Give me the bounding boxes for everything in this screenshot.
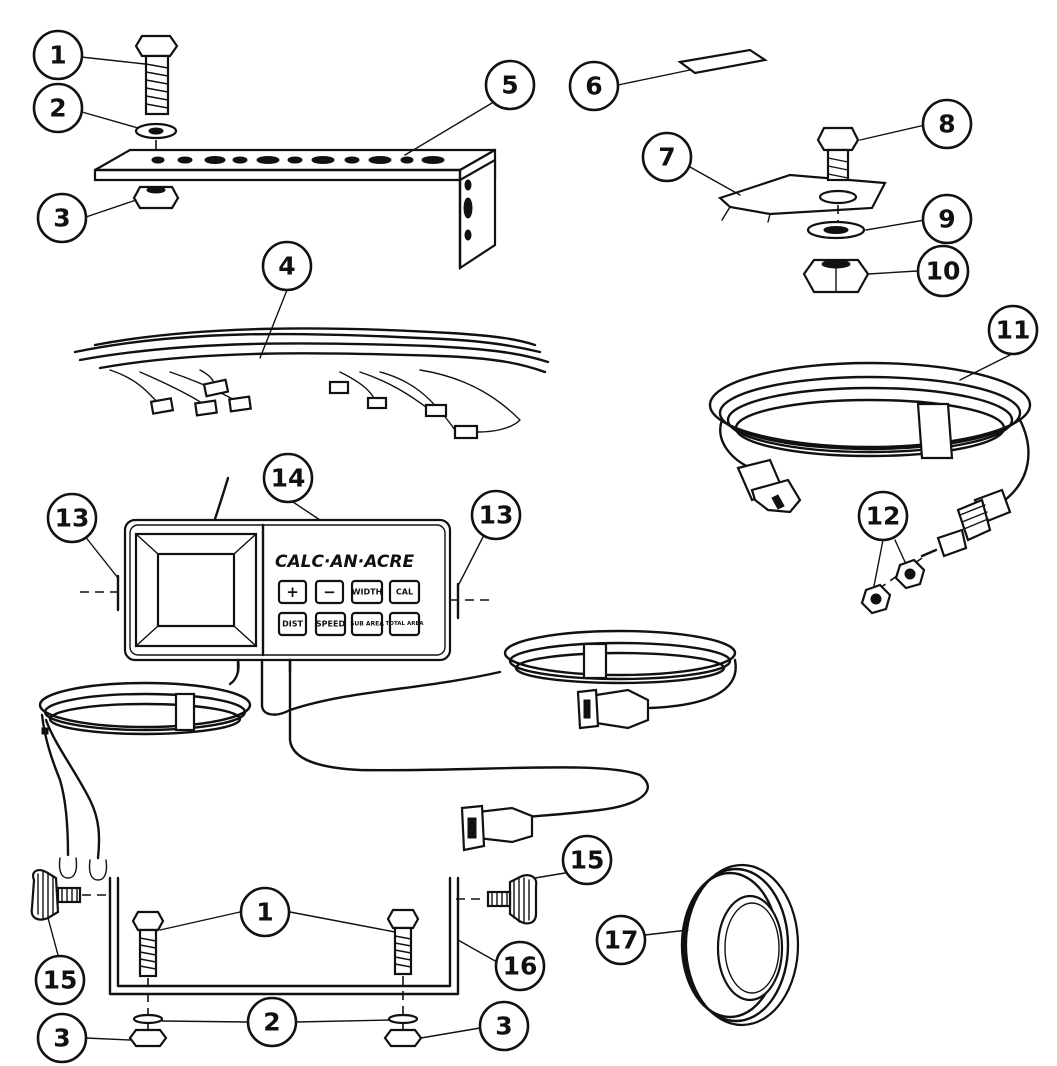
key-plus <box>277 579 308 605</box>
callout-13-right: 13 <box>470 489 522 541</box>
bolt-bottom-left <box>131 910 165 978</box>
washer-bottom-right <box>387 1013 419 1025</box>
jam-nut-b <box>860 583 892 615</box>
jam-nut-a <box>894 558 926 590</box>
callout-3-bottom-left-label: 3 <box>53 1024 70 1053</box>
radar-sensor-cable <box>288 658 649 852</box>
monitor-keys: + − WIDTH CAL DIST SPEED SUB AREA TOTAL … <box>277 579 425 637</box>
nut-bottom-left <box>128 1028 168 1048</box>
callout-10-label: 10 <box>926 257 961 286</box>
key-dist <box>277 611 308 637</box>
callout-1-bottom: 1 <box>239 886 291 938</box>
callout-15-left-label: 15 <box>43 966 78 995</box>
callout-6-label: 6 <box>585 72 602 101</box>
callout-5-label: 5 <box>501 71 518 100</box>
nut-sensor <box>802 258 870 294</box>
callout-13-left-label: 13 <box>55 504 90 533</box>
grommet <box>680 863 800 1027</box>
callout-10: 10 <box>916 244 970 298</box>
plug-left <box>736 458 802 514</box>
sensor-plate <box>717 173 887 223</box>
callout-9: 9 <box>921 193 973 245</box>
callout-13-right-label: 13 <box>479 501 514 530</box>
callout-7-label: 7 <box>658 143 675 172</box>
callout-2-bottom: 2 <box>246 996 298 1048</box>
callout-7: 7 <box>641 131 693 183</box>
callout-9-label: 9 <box>938 205 955 234</box>
leader-lines <box>47 56 1011 1041</box>
washer-sensor <box>806 220 866 240</box>
key-dist-label: DIST <box>282 620 303 629</box>
callout-1-top-label: 1 <box>49 41 66 70</box>
key-plus-label: + <box>286 583 299 601</box>
callout-11-label: 11 <box>996 316 1031 345</box>
callout-14: 14 <box>262 452 314 504</box>
callout-17-label: 17 <box>604 926 639 955</box>
key-sub-area <box>350 611 384 637</box>
nut-bottom-right <box>383 1028 423 1048</box>
bolt-top <box>134 34 179 116</box>
callout-2-top: 2 <box>32 82 84 134</box>
callout-3-top-label: 3 <box>53 204 70 233</box>
nut-top <box>132 185 180 210</box>
callout-15-right: 15 <box>561 834 613 886</box>
callout-15-right-label: 15 <box>570 846 605 875</box>
monitor-brand-label: CALC·AN·ACRE <box>275 552 414 572</box>
callout-11: 11 <box>987 304 1039 356</box>
callout-2-bottom-label: 2 <box>263 1008 280 1037</box>
key-minus-label: − <box>323 583 336 601</box>
callout-1-top: 1 <box>32 29 84 81</box>
key-speed <box>314 611 347 637</box>
callout-2-top-label: 2 <box>49 94 66 123</box>
key-width-label: WIDTH <box>352 588 383 597</box>
callout-3-bottom-left: 3 <box>36 1012 88 1064</box>
callout-13-left: 13 <box>46 492 98 544</box>
callout-17: 17 <box>595 914 647 966</box>
callout-15-left: 15 <box>34 954 86 1006</box>
washer-bottom-left <box>132 1013 164 1025</box>
sensor-cable-coil <box>708 361 1032 558</box>
bolt-bottom-right <box>386 908 420 976</box>
callout-6: 6 <box>568 60 620 112</box>
bolt-sensor <box>816 126 860 182</box>
key-minus <box>314 579 345 605</box>
plug-right <box>920 488 1012 558</box>
wire-harness <box>73 327 550 440</box>
key-sub-area-label: SUB AREA <box>350 621 384 628</box>
callout-4: 4 <box>261 240 313 292</box>
speed-sensor-cable <box>260 629 737 730</box>
key-cal <box>388 579 421 605</box>
callout-8-label: 8 <box>938 110 955 139</box>
callout-12: 12 <box>857 490 909 542</box>
power-cable <box>38 658 252 881</box>
thumb-screw-left <box>30 869 82 921</box>
callout-8: 8 <box>921 98 973 150</box>
thumb-screw-right <box>486 874 538 925</box>
callout-1-bottom-label: 1 <box>256 898 273 927</box>
washer-top <box>134 122 178 140</box>
callout-5: 5 <box>484 59 536 111</box>
key-total-area <box>388 611 421 637</box>
callout-3-bottom-right: 3 <box>478 1000 530 1052</box>
callout-14-label: 14 <box>271 464 306 493</box>
mounting-bracket <box>93 148 497 271</box>
key-width <box>350 579 384 605</box>
key-cal-label: CAL <box>396 588 413 597</box>
callout-3-bottom-right-label: 3 <box>495 1012 512 1041</box>
key-speed-label: SPEED <box>316 620 346 629</box>
callout-16-label: 16 <box>503 952 538 981</box>
key-total-area-label: TOTAL AREA <box>386 621 425 627</box>
u-mounting-bracket <box>108 876 460 996</box>
callout-4-label: 4 <box>278 252 295 281</box>
callout-16: 16 <box>494 940 546 992</box>
adhesive-strip <box>677 48 768 75</box>
callout-12-label: 12 <box>866 502 901 531</box>
callout-3-top: 3 <box>36 192 88 244</box>
